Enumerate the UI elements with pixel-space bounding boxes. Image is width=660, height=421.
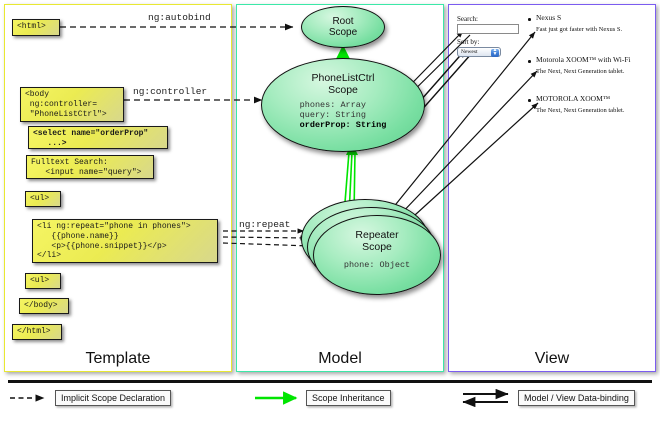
list-bullet-icon: [528, 60, 531, 63]
label-ng-autobind: ng:autobind: [148, 12, 211, 23]
sort-by-selected-value: Newest: [461, 49, 478, 55]
view-search-label: Search:: [457, 15, 478, 23]
legend-model-view-data-binding: Model / View Data-binding: [518, 390, 635, 406]
list-item: Motorola XOOM™ with Wi-Fi The Next, Next…: [536, 55, 631, 75]
phone-name: Motorola XOOM™ with Wi-Fi: [536, 55, 631, 64]
column-label-model: Model: [318, 350, 362, 367]
code-box-ul-open: <ul>: [25, 191, 61, 207]
search-input[interactable]: [457, 24, 519, 34]
view-sort-label: Sort by:: [457, 38, 480, 46]
list-item: MOTOROLA XOOM™ The Next, Next Generation…: [536, 94, 624, 114]
legend: Implicit Scope Declaration Scope Inherit…: [0, 378, 660, 421]
chevron-updown-icon: ▲▼: [491, 48, 499, 57]
phone-snippet: Fast just got faster with Nexus S.: [536, 26, 623, 33]
phone-name: MOTOROLA XOOM™: [536, 94, 611, 103]
legend-divider: [8, 380, 652, 383]
list-bullet-icon: [528, 99, 531, 102]
list-bullet-icon: [528, 18, 531, 21]
scope-prop-phones: phones: Array: [299, 100, 366, 110]
scope-prop-orderprop: orderProp: String: [299, 120, 387, 130]
code-box-html-close: </html>: [12, 324, 62, 340]
legend-implicit-scope-declaration: Implicit Scope Declaration: [55, 390, 172, 406]
label-ng-repeat: ng:repeat: [239, 219, 291, 230]
scope-prop-query: query: String: [299, 110, 366, 120]
code-box-li-ngrepeat: <li ng:repeat="phone in phones"> {{phone…: [32, 219, 218, 263]
column-label-view: View: [534, 350, 570, 367]
scope-repeater-title: Repeater Scope: [355, 229, 399, 253]
scope-phonelistctrl: PhoneListCtrl Scope phones: Array query:…: [261, 58, 425, 152]
list-item: Nexus S Fast just got faster with Nexus …: [536, 13, 622, 33]
scope-repeater: Repeater Scope phone: Object: [313, 215, 441, 295]
phone-snippet: The Next, Next Generation tablet.: [536, 68, 625, 75]
scope-prop-phone: phone: Object: [343, 260, 411, 270]
code-box-fulltext-search: Fulltext Search: <input name="query">: [26, 155, 154, 179]
scope-phonelistctrl-title: PhoneListCtrl Scope: [311, 72, 375, 96]
scope-root-title: Root Scope: [328, 16, 358, 38]
code-box-body-controller: <body ng:controller= "PhoneListCtrl">: [20, 87, 124, 122]
phone-snippet: The Next, Next Generation tablet.: [536, 107, 625, 114]
column-label-template: Template: [85, 350, 151, 367]
phone-name: Nexus S: [536, 13, 562, 22]
code-box-body-close: </body>: [19, 298, 69, 314]
scope-phonelistctrl-props: phones: Array query: String orderProp: S…: [300, 100, 387, 130]
column-template: Template: [4, 4, 232, 372]
sort-by-select[interactable]: Newest ▲▼: [457, 47, 501, 57]
label-ng-controller: ng:controller: [133, 86, 208, 97]
code-box-ul-close: <ul>: [25, 273, 61, 289]
code-box-select-orderprop: <select name="orderProp" ...>: [28, 126, 168, 149]
scope-root: Root Scope: [301, 6, 385, 48]
legend-scope-inheritance: Scope Inheritance: [306, 390, 391, 406]
code-box-html-open: <html>: [12, 19, 60, 36]
